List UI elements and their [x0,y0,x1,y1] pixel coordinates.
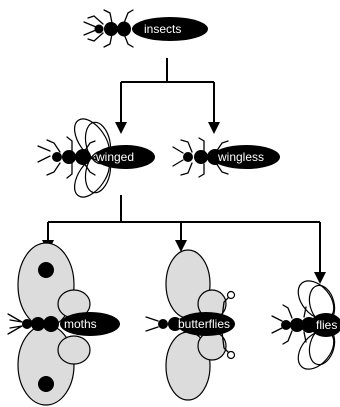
connector-insects-to-groups [121,58,214,128]
butterflies-label: butterflies [178,317,230,331]
wingless-label: wingless [217,150,264,164]
winged-label: winged [95,150,134,164]
wingless-node: wingless [173,138,280,177]
flies-label: flies [316,318,337,332]
butterflies-node: butterflies [146,250,235,400]
winged-node: winged [38,113,155,203]
insect-icon [84,10,133,47]
flies-node: flies [272,274,340,376]
insects-node: insects [84,10,208,47]
insects-label: insects [144,22,181,36]
moths-node: moths [8,243,120,405]
moth-wing-spot-top [38,262,54,278]
moths-label: moths [64,317,97,331]
moth-wing-spot-bottom [38,376,54,392]
